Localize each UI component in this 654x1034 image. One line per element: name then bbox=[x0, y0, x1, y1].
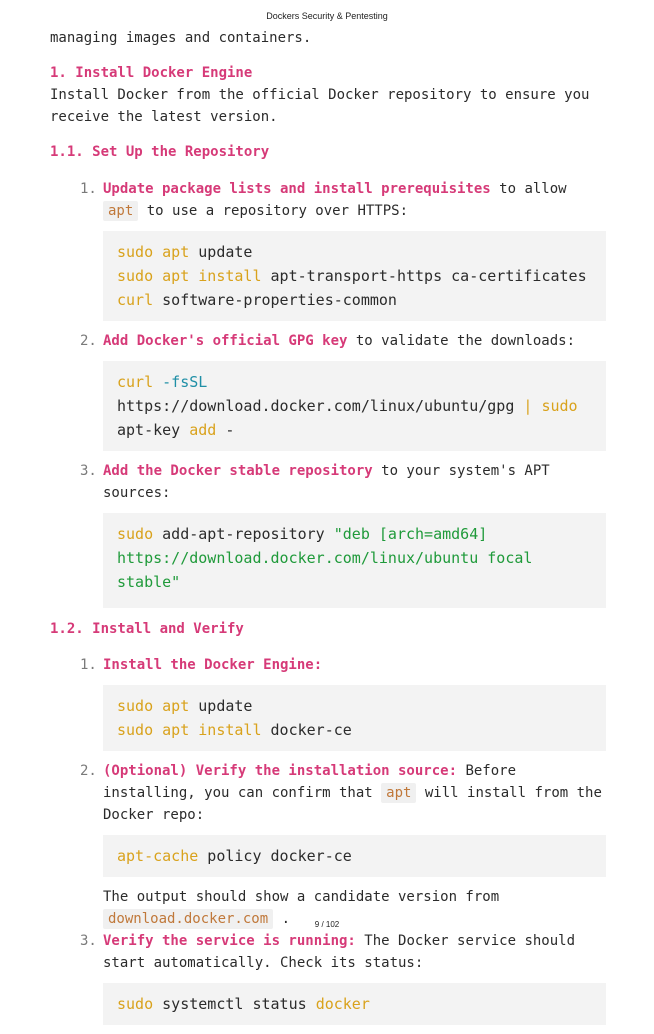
install-steps-list: 1. Install the Docker Engine: sudo apt u… bbox=[50, 654, 606, 1025]
page-header: Dockers Security & Pentesting bbox=[266, 11, 388, 21]
step-number: 1. bbox=[80, 657, 97, 673]
install-step-3: 3. Verify the service is running: The Do… bbox=[50, 930, 606, 1025]
page-number: 9 / 102 bbox=[314, 920, 340, 929]
section-1-2-heading: 1.2. Install and Verify bbox=[50, 621, 244, 637]
inline-code: apt bbox=[103, 201, 139, 221]
setup-steps-list: 1. Update package lists and install prer… bbox=[50, 178, 606, 608]
code-block: sudo apt update sudo apt install docker-… bbox=[103, 685, 606, 751]
install-step-2: 2. (Optional) Verify the installation so… bbox=[50, 760, 606, 930]
step-number: 3. bbox=[80, 933, 97, 949]
step-number: 1. bbox=[80, 181, 97, 197]
code-block: curl -fsSL https://download.docker.com/l… bbox=[103, 361, 606, 451]
setup-step-1: 1. Update package lists and install prer… bbox=[50, 178, 606, 321]
step-number: 2. bbox=[80, 333, 97, 349]
intro-tail: managing images and containers. bbox=[50, 30, 312, 46]
step-number: 2. bbox=[80, 763, 97, 779]
code-block: sudo systemctl status docker bbox=[103, 983, 606, 1025]
install-step-1: 1. Install the Docker Engine: sudo apt u… bbox=[50, 654, 606, 751]
inline-code: download.docker.com bbox=[103, 909, 274, 929]
step-number: 3. bbox=[80, 463, 97, 479]
section-1-description: Install Docker from the official Docker … bbox=[50, 87, 590, 125]
document-body: managing images and containers. 1. Insta… bbox=[50, 27, 606, 1034]
code-block: sudo apt update sudo apt install apt-tra… bbox=[103, 231, 606, 321]
setup-step-3: 3. Add the Docker stable repository to y… bbox=[50, 460, 606, 608]
code-block: apt-cache policy docker-ce bbox=[103, 835, 606, 877]
output-note: The output should show a candidate versi… bbox=[103, 889, 500, 929]
section-1-1-heading: 1.1. Set Up the Repository bbox=[50, 144, 270, 160]
code-block: sudo add-apt-repository "deb [arch=amd64… bbox=[103, 513, 606, 608]
section-1-heading: 1. Install Docker Engine bbox=[50, 65, 253, 81]
setup-step-2: 2. Add Docker's official GPG key to vali… bbox=[50, 330, 606, 451]
inline-code: apt bbox=[381, 783, 417, 803]
